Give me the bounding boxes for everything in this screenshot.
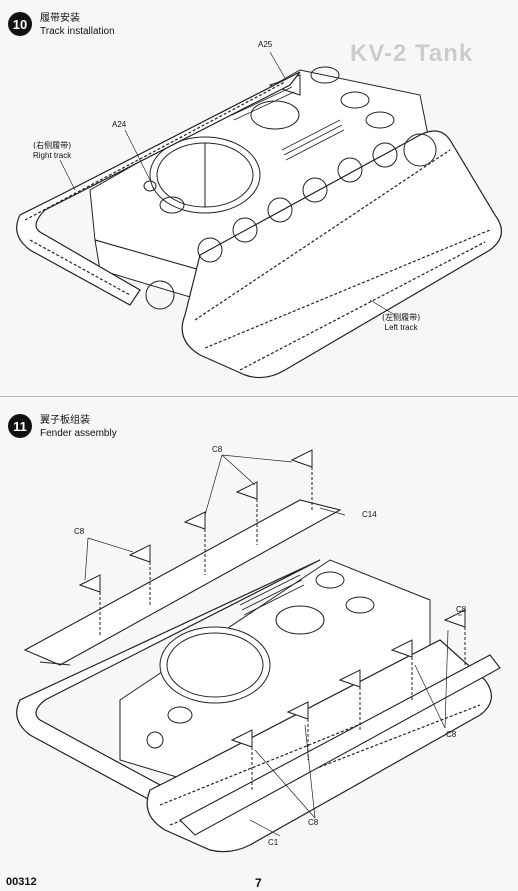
c8-brackets-upper <box>78 449 313 635</box>
right-track-label-zh: (右侧履带) <box>33 141 72 150</box>
left-track-label-zh: (左侧履带) <box>382 313 421 322</box>
fender-c1 <box>179 654 501 836</box>
page-number: 7 <box>255 876 262 890</box>
product-code: 00312 <box>6 876 37 888</box>
leader-lines-step10 <box>59 51 396 316</box>
left-track-label-en: Left track <box>384 323 418 332</box>
callout-right-track: (右侧履带) Right track <box>33 140 71 160</box>
callout-a25: A25 <box>258 40 273 49</box>
callout-a24: A24 <box>112 120 127 129</box>
callout-c1: C1 <box>268 838 279 847</box>
c8-brackets-lower <box>230 609 466 790</box>
callout-c8-mid-right: C8 <box>446 730 457 739</box>
right-track-label-en: Right track <box>33 151 72 160</box>
step-divider <box>0 396 518 397</box>
left-track <box>181 130 502 379</box>
leader-lines-step11 <box>84 454 462 837</box>
callout-c8-right: C8 <box>456 605 467 614</box>
step-11-title-en: Fender assembly <box>40 428 117 439</box>
ghost-title: KV-2 Tank <box>350 40 474 67</box>
step-10-title-zh: 履带安装 <box>40 13 80 24</box>
step-11-header: 11 翼子板组装 Fender assembly <box>8 414 117 440</box>
callout-c14: C14 <box>362 510 377 519</box>
right-track <box>16 71 301 306</box>
step-10-header: 10 履带安装 Track installation <box>8 12 115 38</box>
vent-grilles-step11 <box>239 574 305 616</box>
callout-c8-left: C8 <box>74 527 85 536</box>
step-10-title-en: Track installation <box>40 26 115 37</box>
step-11-number: 11 <box>8 414 32 438</box>
a24-part <box>143 180 157 192</box>
callout-left-track: (左侧履带) Left track <box>382 312 420 332</box>
step-11-title-zh: 翼子板组装 <box>40 415 90 426</box>
fender-c14 <box>23 499 342 666</box>
callout-c8-top: C8 <box>212 445 223 454</box>
callout-c8-bottom: C8 <box>308 818 319 827</box>
step-10-number: 10 <box>8 12 32 36</box>
tank-hull-step11 <box>119 559 431 791</box>
road-wheels-step10 <box>145 133 437 310</box>
